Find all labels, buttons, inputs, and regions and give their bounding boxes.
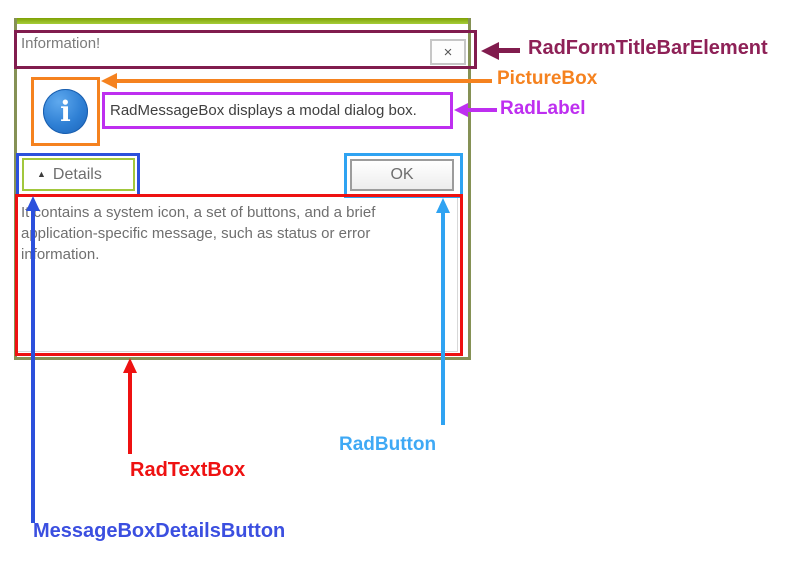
annotation-label-titlebar: RadFormTitleBarElement [528, 37, 768, 59]
arrow-left-icon-picturebox [101, 73, 117, 89]
arrow-left-icon-radlabel [454, 103, 468, 117]
arrow-left-icon-titlebar [481, 42, 499, 60]
title-bar-text: Information! [21, 35, 101, 52]
info-icon-glyph: i [60, 94, 71, 128]
details-button-label: Details [52, 165, 102, 183]
annotation-label-radlabel: RadLabel [500, 98, 586, 119]
chevron-up-icon: ▲ [37, 169, 46, 179]
ok-button-label: OK [390, 166, 414, 183]
arrow-up-icon-radtextbox [123, 358, 137, 373]
message-box-dialog: Information! × i RadMessageBox displays … [14, 18, 471, 360]
arrow-line-titlebar [497, 48, 520, 53]
arrow-up-icon-details-button [26, 196, 40, 211]
annotation-label-radbutton: RadButton [339, 434, 437, 455]
arrow-line-radbutton [441, 211, 445, 425]
arrow-up-icon-radbutton [436, 198, 450, 213]
details-button[interactable]: ▲ Details [22, 158, 135, 191]
info-icon: i [43, 89, 88, 134]
arrow-line-radlabel [466, 108, 497, 112]
message-label: RadMessageBox displays a modal dialog bo… [110, 102, 417, 119]
close-icon: × [443, 43, 453, 61]
arrow-line-radtextbox [128, 371, 132, 454]
annotation-label-radtextbox: RadTextBox [130, 459, 246, 481]
textbox-line: It contains a system icon, a set of butt… [21, 204, 376, 221]
close-button[interactable]: × [430, 39, 466, 65]
ok-button[interactable]: OK [350, 159, 454, 191]
annotation-label-details-button: MessageBoxDetailsButton [33, 520, 286, 542]
arrow-line-picturebox [115, 79, 492, 83]
form-top-accent [17, 18, 468, 24]
textbox-line: application-specific message, such as st… [21, 225, 371, 242]
textbox-line: information. [21, 246, 100, 263]
details-textbox[interactable]: It contains a system icon, a set of butt… [17, 196, 458, 352]
arrow-line-details-button [31, 209, 35, 523]
annotation-label-picturebox: PictureBox [497, 68, 598, 89]
